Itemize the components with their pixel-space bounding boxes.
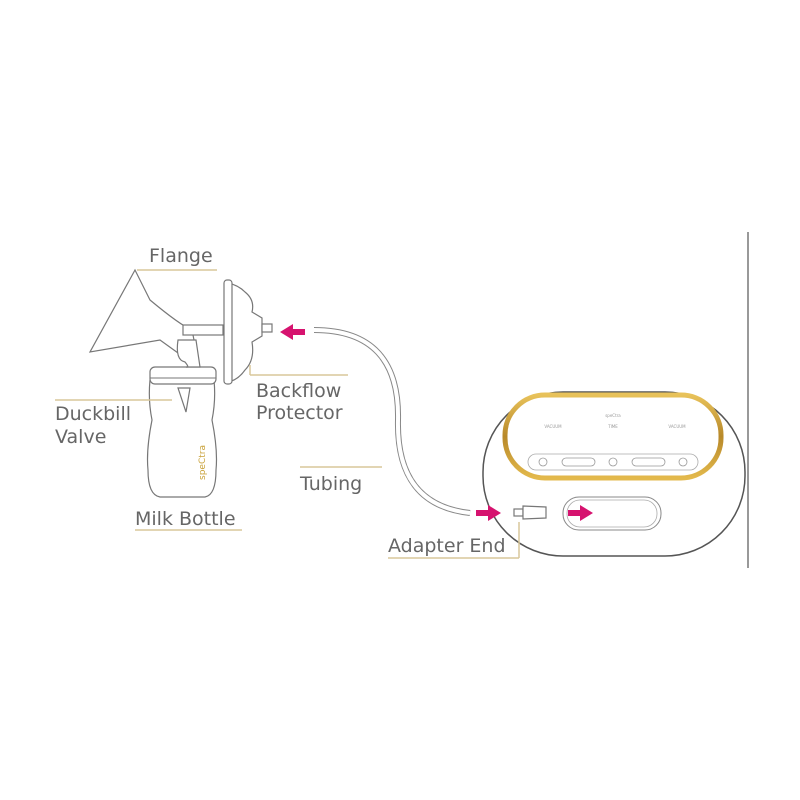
- label-backflow-line2: Protector: [256, 402, 343, 424]
- label-milk-bottle: Milk Bottle: [135, 508, 236, 530]
- leader-lines: [55, 269, 520, 559]
- adapter-end: [513, 505, 547, 520]
- label-duckbill-line1: Duckbill: [55, 403, 131, 425]
- duckbill-valve: [177, 387, 191, 413]
- right-power-button: [678, 457, 688, 467]
- flange: [88, 268, 224, 368]
- label-backflow-line1: Backflow: [256, 380, 341, 402]
- backflow-protector: [223, 279, 273, 385]
- label-adapter-end: Adapter End: [388, 535, 506, 557]
- gold-ring: [502, 392, 724, 481]
- left-level-button: [561, 457, 596, 467]
- milk-bottle: speCtra: [146, 366, 218, 498]
- label-duckbill-line2: Valve: [55, 426, 106, 448]
- label-tubing: Tubing: [299, 473, 362, 495]
- time-label: TIME: [607, 424, 618, 429]
- arrow-right-icon: [476, 505, 501, 521]
- tube-port: [562, 496, 662, 531]
- bottle-brand-logo: speCtra: [198, 445, 208, 480]
- label-flange: Flange: [149, 245, 213, 267]
- left-power-button: [538, 457, 548, 467]
- mode-button: [608, 457, 618, 467]
- right-vacuum-label: VACUUM: [668, 424, 686, 429]
- right-level-button: [631, 457, 666, 467]
- arrow-left-icon: [280, 324, 305, 340]
- left-vacuum-label: VACUUM: [544, 424, 562, 429]
- device-brand: speCtra: [605, 413, 621, 418]
- arrow-right-icon: [568, 505, 593, 521]
- arrows: [280, 324, 593, 521]
- pump-device: speCtra VACUUM TIME VACUUM: [482, 391, 746, 557]
